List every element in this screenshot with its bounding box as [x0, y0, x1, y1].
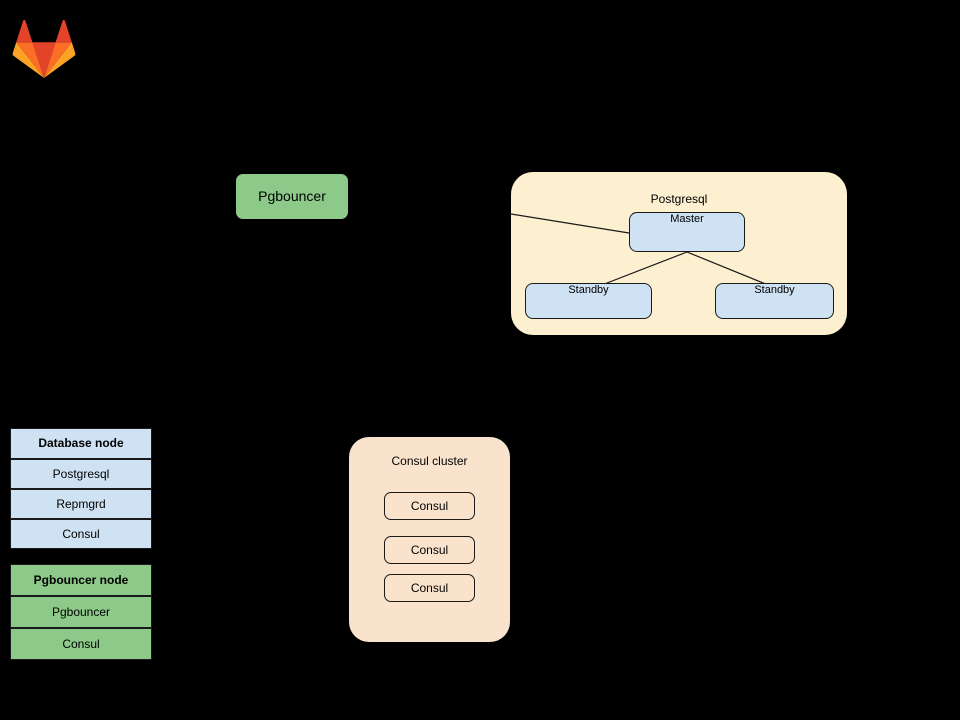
postgresql-standby-right-box[interactable]: Standby — [715, 283, 834, 319]
legend-database-node-row-repmgrd: Repmgrd — [10, 489, 152, 519]
gitlab-tanuki-logo — [12, 16, 76, 78]
postgresql-cluster-title: Postgresql — [650, 192, 708, 206]
pgbouncer-node-box[interactable]: Pgbouncer — [236, 174, 348, 219]
legend-database-node: Database node Postgresql Repmgrd Consul — [10, 428, 152, 549]
pgbouncer-node-label: Pgbouncer — [258, 188, 326, 204]
legend-database-node-header: Database node — [10, 428, 152, 459]
legend-pgbouncer-node: Pgbouncer node Pgbouncer Consul — [10, 564, 152, 660]
consul-cluster-container[interactable]: Consul cluster Consul Consul Consul — [349, 437, 510, 642]
consul-node-label-3: Consul — [410, 581, 449, 595]
legend-pgbouncer-node-row-consul: Consul — [10, 628, 152, 660]
legend-database-node-row-consul: Consul — [10, 519, 152, 549]
consul-node-box-3[interactable]: Consul — [384, 574, 475, 602]
consul-node-box-2[interactable]: Consul — [384, 536, 475, 564]
consul-node-label-1: Consul — [410, 499, 449, 513]
postgresql-cluster-container[interactable]: Postgresql Master Standby Standby — [511, 172, 847, 335]
postgresql-standby-left-label: Standby — [568, 284, 609, 296]
consul-node-label-2: Consul — [410, 543, 449, 557]
postgresql-master-box[interactable]: Master — [629, 212, 745, 252]
consul-cluster-title: Consul cluster — [391, 454, 468, 468]
consul-node-box-1[interactable]: Consul — [384, 492, 475, 520]
legend-pgbouncer-node-row-pgbouncer: Pgbouncer — [10, 596, 152, 628]
legend-pgbouncer-node-header: Pgbouncer node — [10, 564, 152, 596]
postgresql-standby-left-box[interactable]: Standby — [525, 283, 652, 319]
postgresql-standby-right-label: Standby — [754, 284, 795, 296]
legend-database-node-row-postgresql: Postgresql — [10, 459, 152, 489]
postgresql-master-label: Master — [670, 213, 704, 225]
